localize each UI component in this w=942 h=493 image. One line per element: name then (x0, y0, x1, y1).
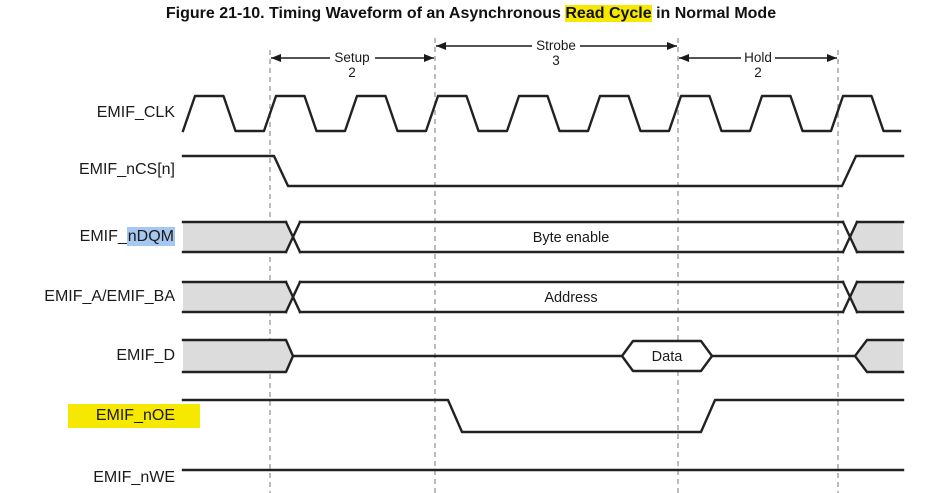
ndqm-label-highlight: nDQM (126, 227, 175, 246)
waveform-emif-noe (181, 398, 905, 434)
ndqm-unknown-region-left (183, 222, 293, 252)
hold-left-arrowhead-icon (679, 54, 689, 62)
signal-label-emif-ncs: EMIF_nCS[n] (78, 161, 175, 178)
hold-right-arrowhead-icon (827, 54, 837, 62)
addr-unknown-region-right (850, 282, 903, 312)
ndqm-bus-value: Byte enable (533, 230, 610, 246)
data-right-region-outline (853, 338, 905, 374)
addr-valid-rails (298, 280, 845, 314)
waveform-emif-a-ba: Address (181, 280, 905, 314)
data-bus-value: Data (652, 349, 684, 365)
signal-label-emif-noe: EMIF_nOE (67, 404, 200, 428)
setup-right-arrowhead-icon (424, 54, 434, 62)
waveform-emif-clk (181, 94, 902, 133)
figure-title: Figure 21-10. Timing Waveform of an Asyn… (0, 5, 942, 23)
signal-label-emif-ndqm: EMIF_nDQM (79, 227, 175, 246)
strobe-right-arrowhead-icon (667, 42, 677, 50)
setup-label: Setup (334, 50, 369, 65)
hold-cycles: 2 (754, 65, 762, 80)
hold-label: Hold (744, 50, 772, 65)
phase-hold-annotation: Hold 2 (679, 50, 837, 80)
signal-label-emif-clk: EMIF_CLK (96, 104, 175, 121)
phase-setup-annotation: Setup 2 (271, 50, 434, 80)
phase-strobe-annotation: Strobe 3 (436, 38, 677, 68)
signal-label-emif-a-ba: EMIF_A/EMIF_BA (44, 288, 175, 305)
addr-bus-value: Address (544, 290, 597, 306)
ndqm-left-rails (181, 220, 288, 254)
ndqm-crossover-left (284, 220, 302, 254)
ndqm-crossover-right (841, 220, 859, 254)
waveform-emif-d: Data (181, 338, 905, 374)
ndqm-valid-rails (298, 220, 845, 254)
signal-label-emif-nwe: EMIF_nWE (93, 469, 175, 486)
strobe-label: Strobe (536, 38, 576, 53)
setup-left-arrowhead-icon (271, 54, 281, 62)
data-unknown-region-left (183, 340, 293, 372)
waveform-emif-ncs (181, 154, 905, 188)
hold-label-bg (741, 50, 775, 66)
addr-left-rails (181, 280, 288, 314)
addr-right-rails (855, 280, 905, 314)
figure-title-suffix: in Normal Mode (651, 5, 777, 22)
figure-title-prefix: Figure 21-10. Timing Waveform of an Asyn… (165, 5, 566, 22)
addr-unknown-region-left (183, 282, 293, 312)
data-unknown-region-right (855, 340, 903, 372)
setup-label-bg (330, 50, 375, 66)
setup-cycles: 2 (348, 65, 356, 80)
figure-title-highlight: Read Cycle (565, 5, 652, 22)
strobe-cycles: 3 (552, 53, 560, 68)
ndqm-label-prefix: EMIF_ (79, 228, 127, 245)
ndqm-unknown-region-right (850, 222, 903, 252)
phase-boundary-lines (269, 38, 839, 493)
signal-label-emif-d: EMIF_D (116, 347, 175, 364)
addr-crossover-left (284, 280, 302, 314)
addr-crossover-right (841, 280, 859, 314)
strobe-left-arrowhead-icon (436, 42, 446, 50)
ndqm-right-rails (855, 220, 905, 254)
waveform-emif-ndqm: Byte enable (181, 220, 905, 254)
noe-label-highlight: EMIF_nOE (67, 404, 200, 428)
strobe-label-bg (532, 38, 580, 54)
